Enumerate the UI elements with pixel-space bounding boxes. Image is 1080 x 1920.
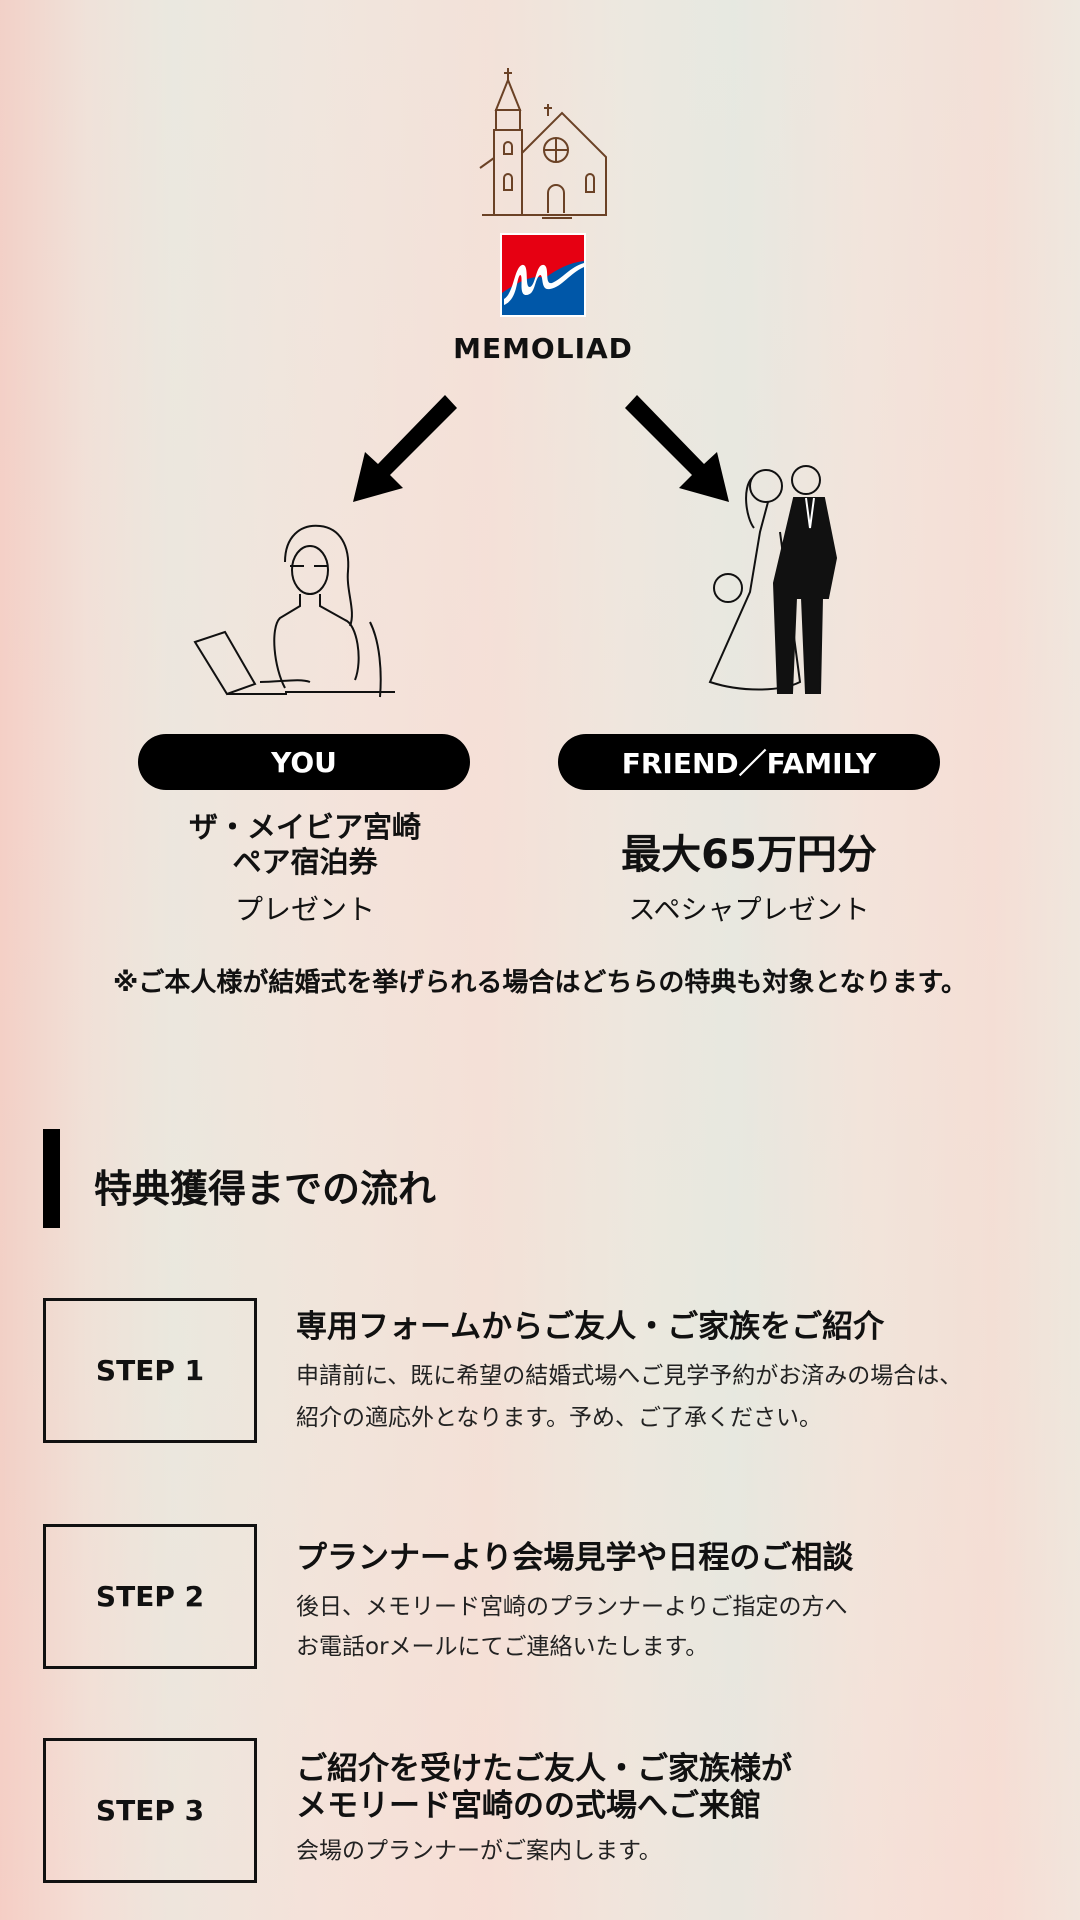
arrow-down-left-icon [353, 395, 457, 502]
friend-family-badge: FRIEND／FAMILY [558, 734, 940, 790]
arrow-down-right-icon [625, 395, 729, 502]
you-prize-line1: ザ・メイビア宮崎 [188, 810, 421, 844]
heading-bar [43, 1129, 60, 1228]
church-icon [479, 68, 607, 219]
step-1-desc-1: 申請前に、既に希望の結婚式場へご見学予約がお済みの場合は、 [296, 1363, 963, 1389]
friend-prize-sub: スペシャプレゼント [628, 895, 870, 926]
step-2-desc-1: 後日、メモリード宮崎のプランナーよりご指定の方へ [296, 1594, 848, 1620]
step-2-title: プランナーより会場見学や日程のご相談 [296, 1540, 854, 1576]
you-prize-sub: プレゼント [234, 893, 375, 926]
couple-illustration [708, 465, 838, 694]
you-prize: ザ・メイビア宮崎 ペア宿泊券 [140, 810, 470, 880]
step-3-box: STEP 3 [43, 1738, 257, 1883]
woman-laptop-illustration [193, 524, 395, 698]
memoliad-logo [500, 233, 586, 317]
brand-name: MEMOLIAD [453, 332, 633, 365]
eligibility-note: ※ご本人様が結婚式を挙げられる場合はどちらの特典も対象となります。 [113, 968, 967, 998]
step-3-desc-1: 会場のプランナーがご案内します。 [296, 1838, 662, 1864]
step-3-title-2: メモリード宮崎のの式場へご来館 [296, 1788, 761, 1824]
step-3-title-1: ご紹介を受けたご友人・ご家族様が [296, 1751, 792, 1787]
step-1-title: 専用フォームからご友人・ご家族をご紹介 [296, 1309, 885, 1345]
step-2-box: STEP 2 [43, 1524, 257, 1669]
you-prize-line2: ペア宿泊券 [232, 845, 378, 879]
flow-heading: 特典獲得までの流れ [94, 1167, 437, 1211]
step-2-desc-2: お電話orメールにてご連絡いたします。 [296, 1634, 709, 1660]
you-badge: YOU [138, 734, 470, 790]
step-1-desc-2: 紹介の適応外となります。予め、ご了承ください。 [296, 1405, 823, 1431]
step-1-box: STEP 1 [43, 1298, 257, 1443]
friend-prize: 最大65万円分 [621, 832, 877, 878]
